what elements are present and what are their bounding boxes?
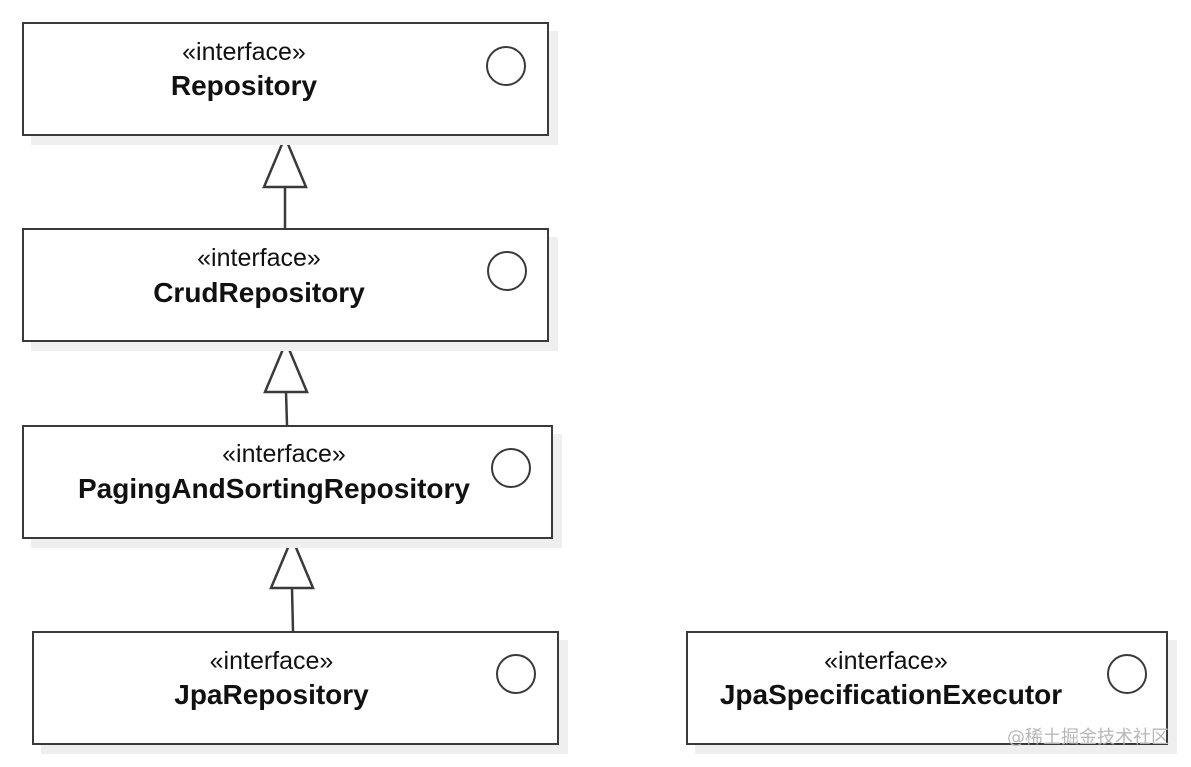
interface-circle-icon	[486, 46, 526, 86]
interface-box-paging-and-sorting-repository: «interface» PagingAndSortingRepository	[22, 425, 553, 539]
interface-circle-icon	[487, 251, 527, 291]
interface-name: Repository	[170, 70, 318, 101]
interface-name: JpaRepository	[174, 679, 369, 710]
interface-name: JpaSpecificationExecutor	[719, 679, 1063, 710]
stereotype-label: «interface»	[182, 38, 306, 66]
interface-box-crud-repository: «interface» CrudRepository	[22, 228, 549, 342]
interface-box-repository: «interface» Repository	[22, 22, 549, 136]
stereotype-label: «interface»	[824, 647, 948, 675]
stereotype-label: «interface»	[222, 440, 346, 468]
interface-name: PagingAndSortingRepository	[78, 473, 470, 504]
generalization-jpa-to-paging	[269, 534, 315, 632]
watermark: @稀土掘金技术社区	[1007, 727, 1169, 748]
interface-circle-icon	[491, 448, 531, 488]
stereotype-label: «interface»	[209, 647, 334, 675]
interface-box-jpa-specification-executor: «interface» JpaSpecificationExecutor	[686, 631, 1168, 745]
interface-box-jpa-repository: «interface» JpaRepository	[32, 631, 559, 745]
generalization-paging-to-crud	[263, 338, 309, 426]
generalization-crud-to-repository	[262, 133, 308, 228]
stereotype-label: «interface»	[197, 244, 321, 272]
interface-name: CrudRepository	[153, 277, 365, 308]
interface-circle-icon	[496, 654, 536, 694]
interface-circle-icon	[1107, 654, 1147, 694]
